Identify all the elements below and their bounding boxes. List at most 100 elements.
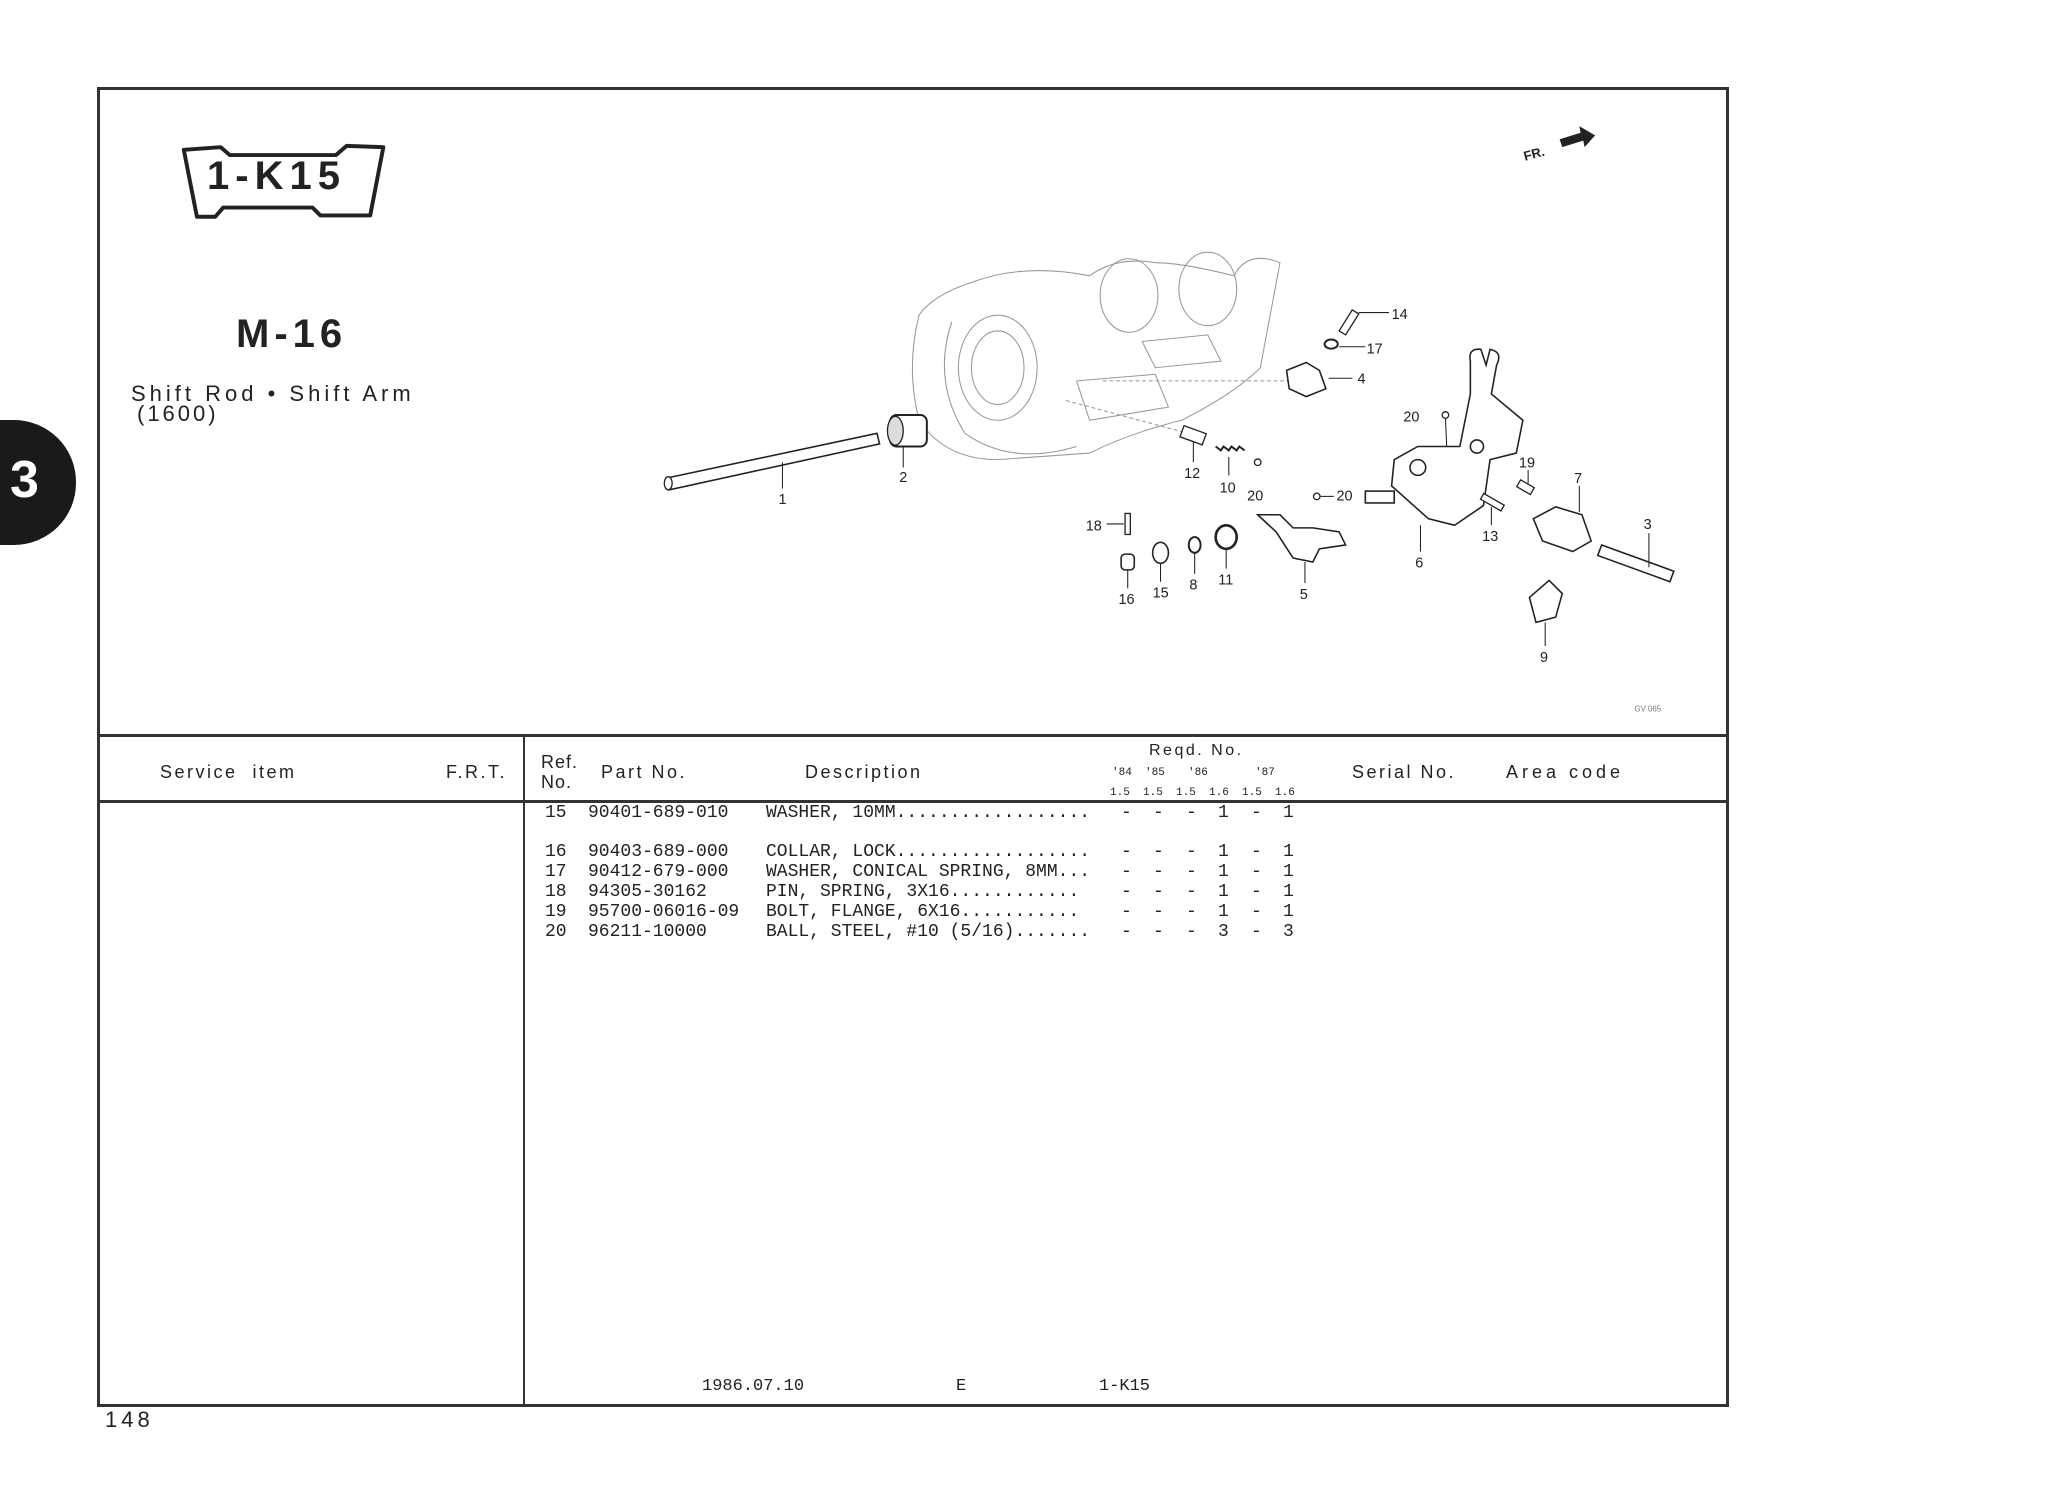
part-4-holder [1285,361,1327,398]
row-quantity: 1 [1218,803,1229,823]
header-ref: Ref. [541,752,579,772]
row-quantity: 1 [1283,803,1294,823]
header-variant: 1.6 [1275,787,1295,799]
group-code: M-16 [236,312,348,356]
row-description: WASHER, 10MM.................. [766,803,1091,823]
part-18-spring-pin [1124,512,1131,536]
row-quantity: - [1251,902,1262,922]
row-ref-no: 18 [545,882,567,902]
row-quantity: 1 [1218,882,1229,902]
row-quantity: 1 [1283,862,1294,882]
row-ref-no: 15 [545,803,567,823]
row-quantity: 3 [1218,922,1229,942]
row-quantity: 1 [1283,882,1294,902]
page-number: 148 [105,1407,154,1432]
section-badge: 1-K15 [207,154,346,198]
callout-6: 6 [1415,555,1423,571]
crankcase-outline [911,251,1294,461]
row-quantity: - [1153,803,1164,823]
callout-17: 17 [1367,341,1383,357]
row-part-no: 90403-689-000 [588,842,729,862]
page-frame [97,87,1729,1407]
callout-19: 19 [1519,455,1535,471]
row-quantity: - [1153,862,1164,882]
row-quantity: - [1186,862,1197,882]
row-quantity: - [1186,902,1197,922]
callout-20c: 20 [1336,488,1352,504]
callout-9: 9 [1540,650,1548,666]
row-quantity: - [1251,922,1262,942]
part-15-washer [1151,541,1170,565]
callout-1: 1 [779,492,787,508]
callout-4: 4 [1357,371,1365,387]
header-variant: 1.5 [1176,787,1196,799]
group-title: Shift Rod • Shift Arm [131,381,415,406]
row-quantity: 1 [1283,842,1294,862]
callout-10: 10 [1220,480,1236,496]
part-11-return-spring [1214,523,1238,551]
callout-18: 18 [1086,519,1102,535]
row-quantity: - [1121,902,1132,922]
part-9-joint [1528,579,1564,624]
row-quantity: - [1153,922,1164,942]
part-7-stopper [1532,506,1593,553]
part-6-shift-arm [1364,348,1524,527]
section-tab-number: 3 [10,451,39,509]
row-quantity: - [1251,803,1262,823]
header-year-87: '87 [1255,767,1275,779]
row-ref-no: 17 [545,862,567,882]
callout-20b: 20 [1403,410,1419,426]
callout-8: 8 [1189,578,1197,594]
row-quantity: - [1186,803,1197,823]
row-quantity: - [1251,862,1262,882]
part-19-bolt [1515,478,1536,496]
callout-7: 7 [1574,471,1582,487]
part-17-washer [1323,338,1339,350]
part-20-ball [1253,458,1262,467]
callout-12: 12 [1184,466,1200,482]
callout-11: 11 [1218,572,1233,588]
footer-date: 1986.07.10 [702,1377,805,1396]
header-serial-no: Serial No. [1352,762,1457,782]
row-quantity: - [1186,842,1197,862]
row-quantity: - [1153,842,1164,862]
header-frt: F.R.T. [446,762,508,782]
row-quantity: 1 [1218,842,1229,862]
part-2-oil-seal [886,413,928,468]
row-description: PIN, SPRING, 3X16............ [766,882,1080,902]
part-5-shift-arm-plate [1255,513,1347,563]
part-13-bolt [1479,492,1506,512]
front-label: FR. [1522,144,1546,164]
front-arrow-icon [1559,126,1596,148]
row-description: BALL, STEEL, #10 (5/16)....... [766,922,1091,942]
group-subtitle: (1600) [137,401,219,426]
row-quantity: 1 [1283,902,1294,922]
row-quantity: - [1251,842,1262,862]
callout-3: 3 [1644,517,1652,533]
callout-20a: 20 [1247,488,1263,504]
header-year-84: '84 [1112,767,1132,779]
header-service-item: Service item [160,762,297,782]
callout-15: 15 [1153,585,1169,601]
row-quantity: - [1121,842,1132,862]
header-year-86: '86 [1188,767,1208,779]
row-quantity: - [1121,803,1132,823]
part-14-bolt [1338,309,1360,336]
row-ref-no: 20 [545,922,567,942]
divider-diagram-table [97,734,1727,737]
footer-edition: E [956,1377,967,1396]
header-part-no: Part No. [601,762,688,782]
header-variant: 1.6 [1209,787,1229,799]
header-reqd-no: Reqd. No. [1149,742,1244,759]
row-quantity: 1 [1218,862,1229,882]
row-ref-no: 16 [545,842,567,862]
header-year-85: '85 [1145,767,1165,779]
row-quantity: - [1186,922,1197,942]
drawing-code: GV 065 [1634,705,1661,714]
row-quantity: - [1121,882,1132,902]
row-description: WASHER, CONICAL SPRING, 8MM... [766,862,1091,882]
badge-frame [181,143,386,219]
callout-2: 2 [899,470,907,486]
row-quantity: - [1121,922,1132,942]
